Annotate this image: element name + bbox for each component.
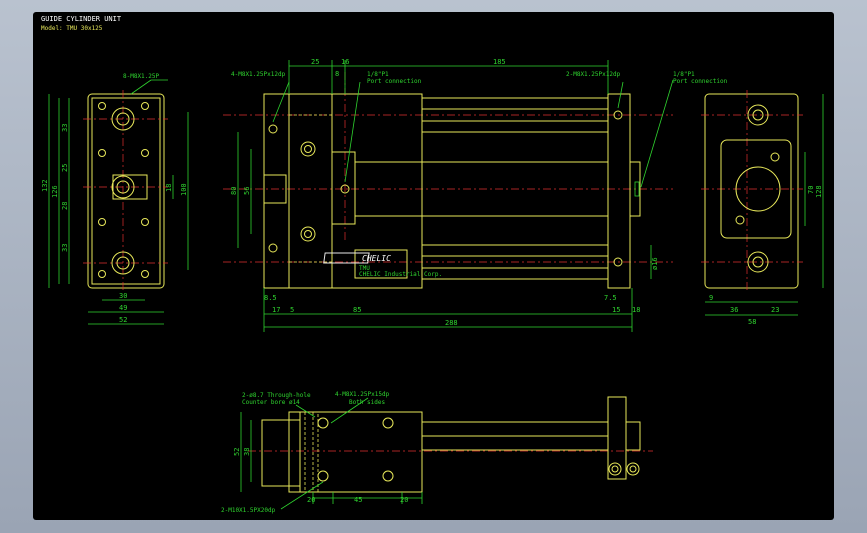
dim-left-30: 30 xyxy=(119,292,127,300)
dim-front-85: 85 xyxy=(353,306,361,314)
dim-front-56: 56 xyxy=(243,187,251,195)
label-bottom-m10: 2-M10X1.5PX20dp xyxy=(221,507,276,514)
dim-front-16: 16 xyxy=(341,58,349,66)
label-front-tap-left: 4-M8X1.25Px12dp xyxy=(231,71,286,78)
dim-left-100: 100 xyxy=(180,183,188,196)
label-bottom-through: 2-ø8.7 Through-hole xyxy=(242,392,311,399)
bottom-view xyxy=(240,396,653,510)
left-end-view xyxy=(48,79,189,325)
dim-left-28: 28 xyxy=(61,202,69,210)
label-bottom-counter: Counter bore ø14 xyxy=(242,399,300,406)
dim-left-52: 52 xyxy=(119,316,127,324)
dim-right-23: 23 xyxy=(771,306,779,314)
dim-left-49: 49 xyxy=(119,304,127,312)
dim-left-33-top: 33 xyxy=(61,124,69,132)
dim-right-58: 58 xyxy=(748,318,756,326)
brand-sub: TMU xyxy=(359,265,370,272)
drawing-model: Model: TMU 30x125 xyxy=(41,25,103,32)
brand-sub2: CHELIC Industrial Corp. xyxy=(359,271,442,278)
dim-front-d16: ø16 xyxy=(651,257,659,270)
label-front-tap-right: 2-M8X1.25Px12dp xyxy=(566,71,621,78)
front-view xyxy=(223,60,674,332)
dim-right-9: 9 xyxy=(709,294,713,302)
dim-front-80: 80 xyxy=(230,187,238,195)
label-bottom-tap-sub: Both sides xyxy=(349,399,386,406)
dim-front-17: 17 xyxy=(272,306,280,314)
drawing-title: GUIDE CYLINDER UNIT xyxy=(41,15,122,23)
dim-bottom-20a: 20 xyxy=(307,496,315,504)
brand-logo: CHELIC xyxy=(362,254,391,263)
dim-front-18: 18 xyxy=(632,306,640,314)
dim-front-25: 25 xyxy=(311,58,319,66)
dim-left-126: 126 xyxy=(51,185,59,198)
dim-right-128: 128 xyxy=(815,185,823,198)
dim-front-185: 185 xyxy=(493,58,506,66)
dim-left-132: 132 xyxy=(41,179,49,192)
dim-front-288: 288 xyxy=(445,319,458,327)
dim-front-15: 15 xyxy=(612,306,620,314)
dim-left-25: 25 xyxy=(61,164,69,172)
dim-right-70: 70 xyxy=(807,186,815,194)
cad-drawing: GUIDE CYLINDER UNIT Model: TMU 30x125 8-… xyxy=(41,15,824,514)
label-port-left-sub: Port connection xyxy=(367,78,422,85)
dim-bottom-45: 45 xyxy=(354,496,362,504)
label-bottom-tap: 4-M8X1.25Px15dp xyxy=(335,391,390,398)
dim-front-5: 5 xyxy=(290,306,294,314)
dim-right-36: 36 xyxy=(730,306,738,314)
dim-bottom-52: 52 xyxy=(233,448,241,456)
dim-left-18: 18 xyxy=(165,184,173,192)
label-port-left: 1/8"P1 xyxy=(367,71,389,78)
drawing-canvas[interactable]: GUIDE CYLINDER UNIT Model: TMU 30x125 8-… xyxy=(33,12,834,520)
dim-front-8-5: 8.5 xyxy=(264,294,277,302)
dim-front-8: 8 xyxy=(335,70,339,78)
dim-left-33-bot: 33 xyxy=(61,244,69,252)
dim-front-7-5: 7.5 xyxy=(604,294,617,302)
right-end-view xyxy=(701,90,824,316)
dim-bottom-20b: 20 xyxy=(400,496,408,504)
label-left-holes: 8-M8X1.25P xyxy=(123,73,160,80)
label-port-right-sub: Port connection xyxy=(673,78,728,85)
dim-bottom-38: 38 xyxy=(243,448,251,456)
label-port-right: 1/8"P1 xyxy=(673,71,695,78)
